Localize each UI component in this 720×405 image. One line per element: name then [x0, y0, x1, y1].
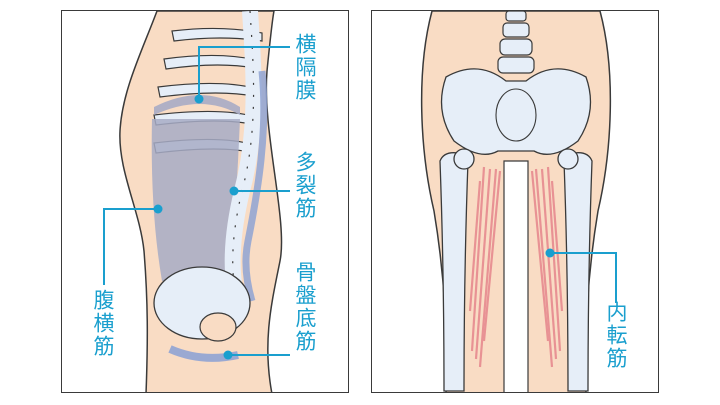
diaphragm-dome — [154, 95, 240, 115]
adductor-leader-line — [550, 252, 617, 303]
femur-bones — [439, 148, 593, 392]
adductor-muscles — [468, 166, 564, 368]
transversus-abdominis-region — [151, 119, 240, 286]
label-diaphragm: 横隔膜 — [293, 33, 317, 102]
side-view-illustration — [103, 11, 290, 392]
label-adductors: 内転筋 — [604, 301, 628, 370]
pelvic-floor-pointer — [223, 350, 233, 360]
adductor-pointer — [545, 248, 555, 258]
multifidus-pointer — [229, 186, 239, 196]
diaphragm-pointer — [194, 94, 204, 104]
label-multifidus: 多裂筋 — [293, 151, 317, 220]
lumbar-spine — [497, 11, 535, 74]
leader-lines — [103, 46, 290, 356]
label-transversus-abdominis: 腹横筋 — [91, 289, 115, 358]
label-pelvic-floor: 骨盤底筋 — [293, 261, 317, 353]
side-view-panel: 横隔膜 多裂筋 骨盤底筋 腹横筋 — [61, 10, 349, 393]
transversus-pointer — [153, 204, 163, 214]
multifidus-band — [242, 70, 268, 303]
front-view-panel: 内転筋 — [371, 10, 659, 393]
front-view-illustration — [420, 11, 617, 392]
